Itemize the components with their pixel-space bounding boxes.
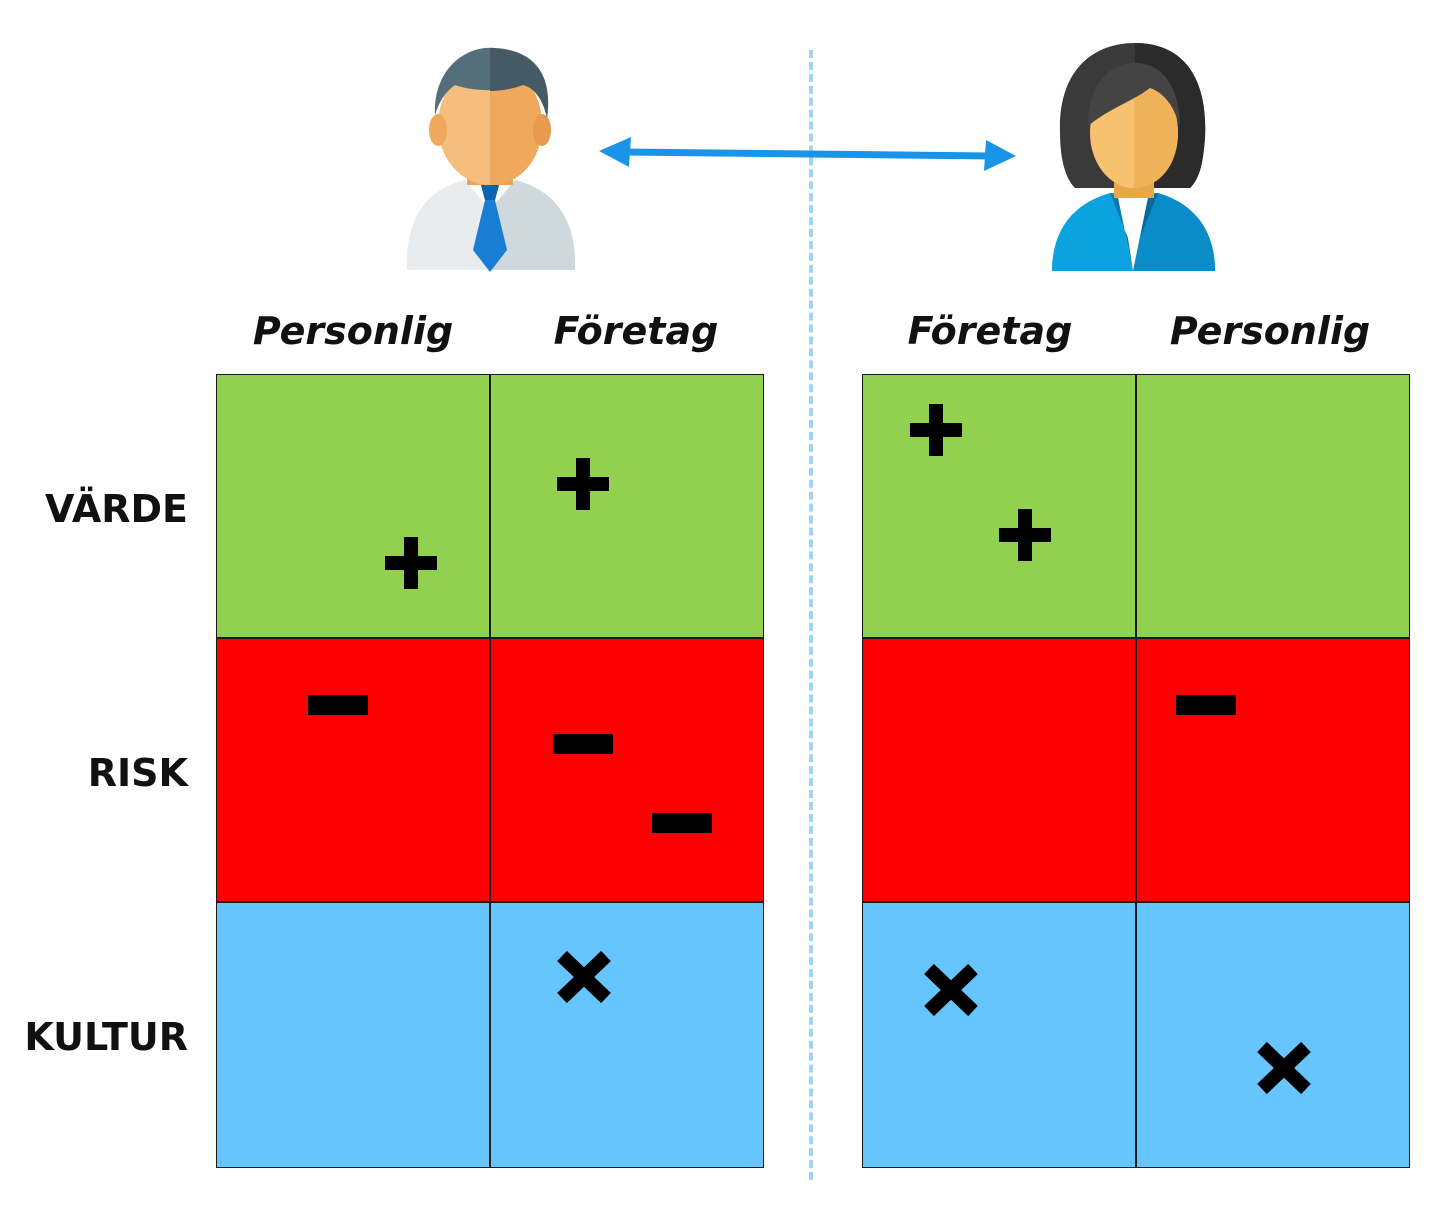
left-matrix bbox=[216, 374, 765, 1168]
cross-icon bbox=[1257, 1041, 1311, 1095]
female-businesswoman-icon bbox=[1052, 43, 1215, 271]
left-risk-company-cell bbox=[490, 638, 764, 902]
plus-icon bbox=[557, 458, 609, 510]
cross-icon bbox=[924, 963, 978, 1017]
right-risk-company-cell bbox=[862, 638, 1136, 902]
right-value-company-cell bbox=[862, 374, 1136, 638]
left-risk-personal-cell bbox=[216, 638, 490, 902]
plus-icon bbox=[999, 509, 1051, 561]
left-value-company-cell bbox=[490, 374, 764, 638]
row-header-value: VÄRDE bbox=[44, 487, 188, 531]
right-culture-personal-cell bbox=[1136, 902, 1410, 1168]
right-risk-personal-cell bbox=[1136, 638, 1410, 902]
right-value-personal-cell bbox=[1136, 374, 1410, 638]
right-culture-company-cell bbox=[862, 902, 1136, 1168]
cross-icon bbox=[557, 950, 611, 1004]
double-headed-arrow-icon bbox=[599, 137, 1016, 171]
minus-icon bbox=[652, 813, 712, 833]
center-divider bbox=[809, 50, 813, 1180]
male-businessman-icon bbox=[406, 47, 576, 272]
right-matrix bbox=[862, 374, 1411, 1168]
left-culture-company-cell bbox=[490, 902, 764, 1168]
row-header-risk: RISK bbox=[87, 751, 188, 795]
right-col-header-company: Företag bbox=[907, 309, 1073, 353]
minus-icon bbox=[553, 734, 613, 754]
left-col-header-personal: Personlig bbox=[252, 309, 454, 353]
left-value-personal-cell bbox=[216, 374, 490, 638]
plus-icon bbox=[385, 537, 437, 589]
plus-icon bbox=[910, 404, 962, 456]
minus-icon bbox=[308, 695, 368, 715]
minus-icon bbox=[1176, 695, 1236, 715]
left-col-header-company: Företag bbox=[553, 309, 719, 353]
left-culture-personal-cell bbox=[216, 902, 490, 1168]
right-col-header-personal: Personlig bbox=[1169, 309, 1371, 353]
row-header-culture: KULTUR bbox=[24, 1015, 188, 1059]
